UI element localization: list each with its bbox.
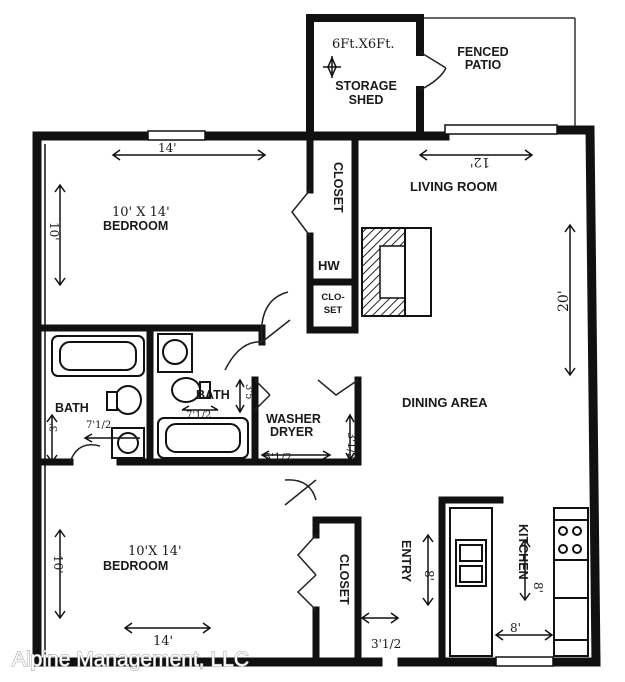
living-height-label: 20' [556,290,572,312]
windows [147,124,558,667]
entry-label: ENTRY [399,540,413,583]
bedroom1-label: BEDROOM [103,219,168,233]
compass-icon [323,56,341,78]
kitchen-width-label: 8' [510,621,521,635]
dimension-arrows [46,149,576,641]
bedroom1-dims-label: 10' X 14' [112,205,170,220]
bath2-width-label: 7'1/2 [186,410,211,421]
kitchen-fixtures [449,507,589,657]
bedroom1-width-label: 14' [158,141,177,155]
storage-shed-walls [306,14,424,134]
bath1-label: BATH [55,401,89,415]
washer-height-label: 3'1/2 [345,432,358,460]
hw-label: HW [318,258,340,273]
bath-fixtures [51,333,249,459]
closet1-label: CLOSET [331,162,345,213]
living-room-label: LIVING ROOM [410,179,497,194]
closet-small-label-2: SET [324,305,343,316]
outer-walls [32,125,601,667]
watermark: Alpine Management, LLC [12,648,249,671]
fenced-patio-label-2: PATIO [465,58,502,72]
fenced-patio-label: FENCED [457,45,508,59]
living-width-label: 12' [470,154,490,169]
bath2-height-label: 3'5 [243,384,254,399]
patio-outline [418,17,576,126]
storage-dims-label: 6Ft.X6Ft. [332,37,395,52]
door-swings [69,189,359,611]
bath1-height-label: 3' [49,423,60,432]
entry-dim-label: 8' [422,570,436,581]
dining-area-label: DINING AREA [402,395,488,410]
fireplace [361,227,432,317]
bedroom1-height-label: 10' [47,222,61,241]
storage-shed-label: STORAGE [335,79,397,93]
closet-small-label: CLO- [321,292,344,303]
interior-walls [41,132,504,666]
kitchen-height-label: 8' [531,582,545,593]
bedroom2-dims-label: 10'X 14' [128,544,182,559]
kitchen-label: KITCHEN [516,524,530,580]
closet2-label: CLOSET [337,554,351,605]
bedroom2-height-label: 10' [51,555,65,574]
washer-dryer-label: WASHER [266,412,321,426]
shed-door-swing [419,51,447,91]
bedroom2-width-label: 14' [153,634,173,649]
entry-width-label: 3'1/2 [371,637,401,651]
washer-width-label: 5'1/2 [264,451,292,464]
bath2-label: BATH [196,388,230,402]
bedroom2-label: BEDROOM [103,559,168,573]
bath1-width-label: 7'1/2 [86,420,111,431]
storage-shed-label-2: SHED [349,93,384,107]
washer-dryer-label-2: DRYER [270,425,313,439]
